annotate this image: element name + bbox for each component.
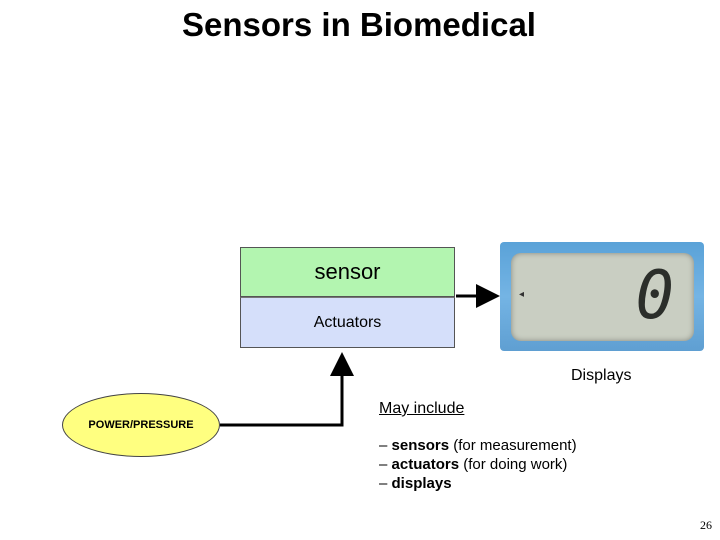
actuators-block: Actuators (240, 297, 455, 348)
lcd-indicator-icon: ◂ (519, 289, 525, 300)
list-item: – actuators (for doing work) (379, 456, 568, 473)
power-pressure-label: POWER/PRESSURE (88, 419, 194, 431)
may-include-heading: May include (379, 400, 465, 417)
page-number: 26 (700, 518, 712, 532)
slide-title: Sensors in Biomedical (182, 6, 536, 43)
lcd-reading: 0 (635, 257, 674, 335)
power-pressure-source: POWER/PRESSURE (62, 393, 220, 457)
includes-list: – sensors (for measurement) – actuators … (379, 436, 577, 493)
lcd-screen: ◂ 0 (511, 253, 694, 341)
displays-label: Displays (571, 367, 632, 384)
sensor-block: sensor (240, 247, 455, 297)
power-to-actuators-arrow (220, 352, 354, 427)
list-item: – displays (379, 475, 452, 492)
sensor-label: sensor (314, 259, 381, 284)
actuators-label: Actuators (313, 313, 382, 331)
list-item: – sensors (for measurement) (379, 437, 577, 454)
